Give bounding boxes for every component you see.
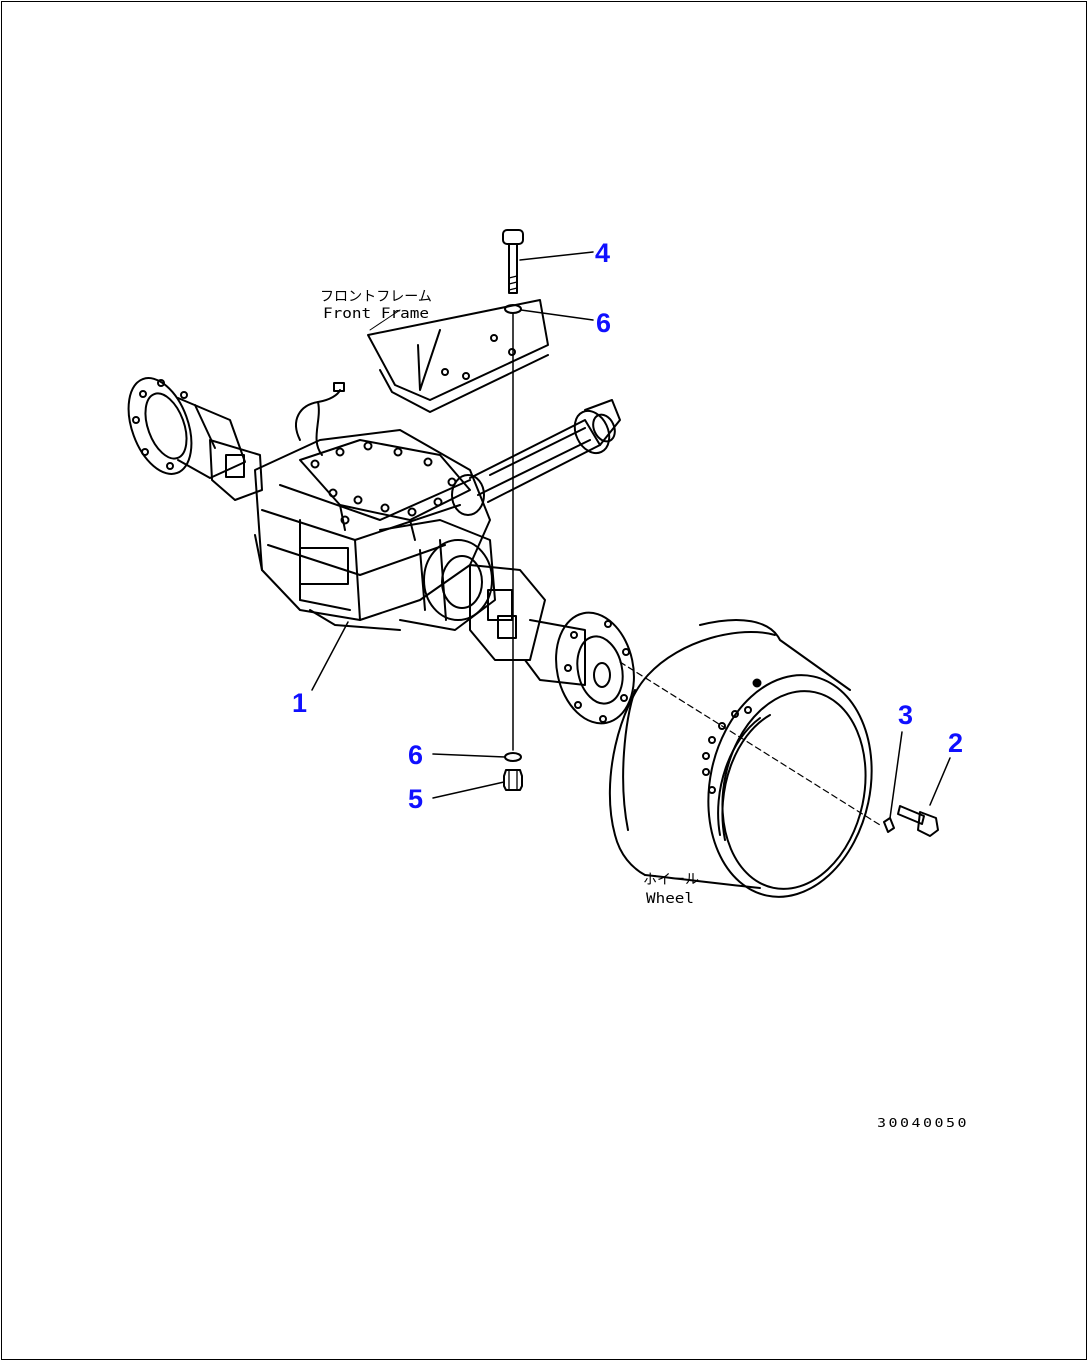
callout-1: 1 — [292, 688, 307, 718]
front-frame-label-jp: フロントフレーム — [320, 289, 432, 305]
wheel-label-en: Wheel — [646, 891, 694, 907]
callout-6-bottom: 6 — [408, 740, 423, 770]
wheel-bolt-part-2 — [897, 805, 939, 837]
front-frame-label-en: Front Frame — [323, 306, 429, 322]
washer-part-6-bottom — [504, 752, 522, 762]
nut-part-5 — [503, 769, 523, 791]
callout-4: 4 — [595, 238, 610, 268]
callout-5: 5 — [408, 784, 423, 814]
mounting-bolt-part-4 — [502, 229, 524, 294]
washer-part-3 — [883, 817, 895, 833]
axle-assembly-part-1 — [127, 377, 635, 725]
callout-2: 2 — [948, 728, 963, 758]
notes: フロントフレーム Front Frame ホイール Wheel 30040050 — [320, 289, 969, 1130]
wheel-label-jp: ホイール — [643, 872, 699, 888]
wheel-rim — [608, 619, 881, 898]
drawing-code: 30040050 — [877, 1116, 969, 1130]
callouts: 1 2 3 4 5 6 6 — [292, 238, 963, 814]
leader-lines — [311, 251, 951, 819]
callout-6-top: 6 — [596, 308, 611, 338]
washer-part-6-top — [504, 304, 522, 314]
callout-3: 3 — [898, 700, 913, 730]
